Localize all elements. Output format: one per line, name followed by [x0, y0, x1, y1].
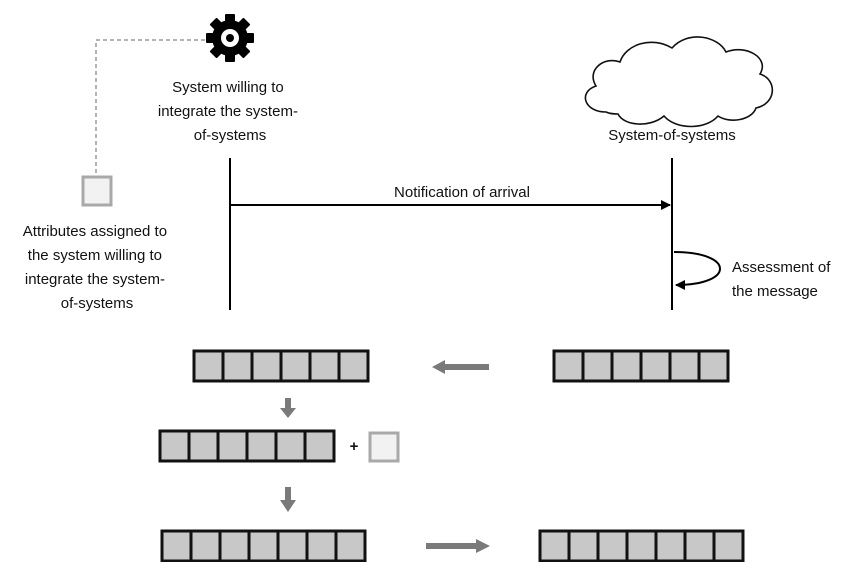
- array-cell: [189, 529, 222, 562]
- array-cell: [610, 349, 643, 383]
- forward-arrow: [426, 539, 490, 553]
- array-cell: [668, 349, 701, 383]
- array-cell: [337, 349, 370, 383]
- attribute-block-icon: [81, 175, 113, 207]
- array-cell: [274, 429, 307, 463]
- array-cell: [247, 529, 280, 562]
- array-cell: [683, 529, 716, 562]
- local-array: [192, 349, 370, 383]
- attributes-label: Attributes assigned to the system willin…: [23, 223, 171, 312]
- array-cell: [221, 349, 254, 383]
- system-of-systems-label: System-of-systems: [608, 127, 736, 144]
- attribute-connector: [95, 39, 205, 177]
- array-cell: [712, 529, 745, 562]
- assessment-label: Assessment of the message: [732, 259, 835, 300]
- array-cell: [218, 529, 251, 562]
- array-cell: [192, 349, 225, 383]
- array-cell: [581, 349, 614, 383]
- array-cell: [279, 349, 312, 383]
- array-cell: [552, 349, 585, 383]
- array-cell: [596, 529, 629, 562]
- down-arrow-2: [280, 487, 296, 512]
- array-cell: [187, 429, 220, 463]
- system-label: System willing to integrate the system- …: [158, 79, 302, 144]
- plus-sign: +: [350, 438, 359, 455]
- array-cell: [305, 529, 338, 562]
- notification-label: Notification of arrival: [394, 184, 530, 201]
- cloud-icon: [584, 36, 774, 128]
- attribute-block-icon-small: [368, 431, 400, 463]
- array-cell: [308, 349, 341, 383]
- received-array: [552, 349, 730, 383]
- array-cell: [625, 529, 658, 562]
- assessment-loop: [673, 251, 721, 290]
- down-arrow-1: [280, 398, 296, 418]
- forwarded-array: [538, 529, 745, 562]
- array-cell: [303, 429, 336, 463]
- array-cell: [276, 529, 309, 562]
- array-cell: [654, 529, 687, 562]
- gear-icon: [206, 14, 254, 62]
- array-cell: [250, 349, 283, 383]
- array-cell: [538, 529, 571, 562]
- array-cell: [334, 529, 367, 562]
- array-cell: [216, 429, 249, 463]
- array-cell: [639, 349, 672, 383]
- array-cell: [245, 429, 278, 463]
- array-cell: [567, 529, 600, 562]
- array-cell: [697, 349, 730, 383]
- final-array: [160, 529, 367, 562]
- array-cell: [158, 429, 191, 463]
- receive-arrow: [432, 360, 489, 374]
- array-cell: [160, 529, 193, 562]
- combined-array: [158, 429, 336, 463]
